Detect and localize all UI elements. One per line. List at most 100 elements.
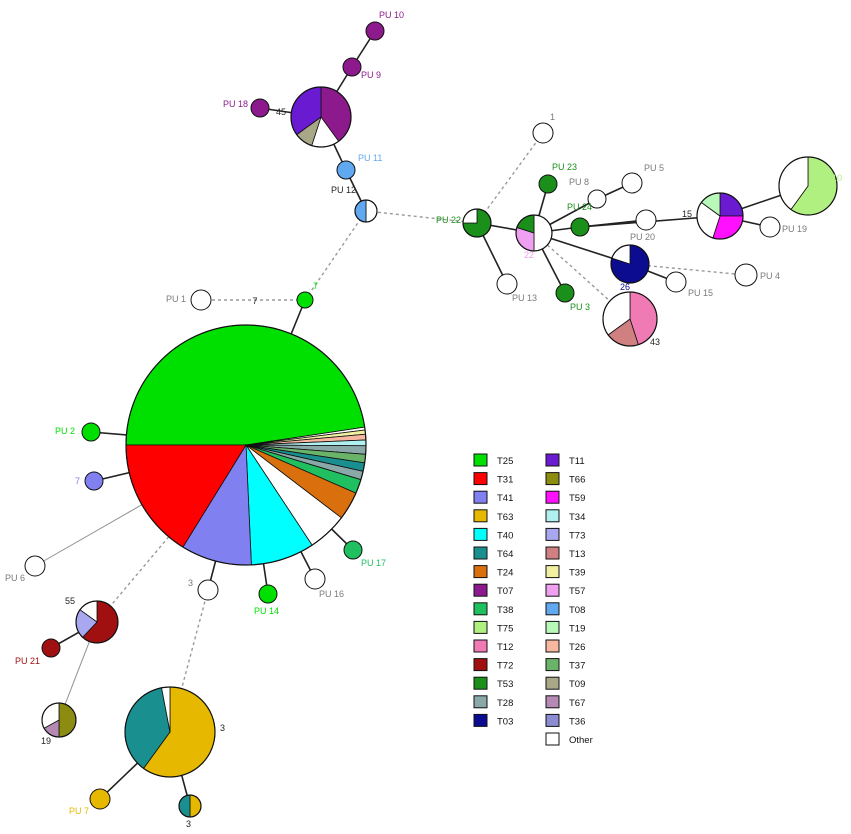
slice-Other [190,289,212,311]
legend-item-T38: T38 [473,602,513,616]
legend-swatch [545,732,560,746]
slice-Other [734,263,758,287]
legend-item-T57: T57 [545,583,585,597]
node-label: PU 8 [569,177,589,187]
slice-Other [587,189,607,209]
node-big [125,324,367,566]
slice-T53 [555,283,575,303]
legend-swatch [473,472,488,486]
nodes-layer [24,21,838,818]
legend-swatch [473,583,488,597]
node-label: PU 4 [760,271,780,281]
node-label: PU 10 [379,10,404,20]
legend-label: T40 [497,530,513,541]
node-PU5 [621,172,643,194]
legend-item-T59: T59 [545,490,585,504]
slice-Other [621,172,643,194]
legend-swatch [473,509,488,523]
legend-item-T28: T28 [473,695,513,709]
legend-swatch [473,546,488,560]
slice-T63 [189,794,202,818]
node-PU2 [81,422,101,442]
node-label: 3 [220,723,225,733]
legend-item-T19: T19 [545,620,585,634]
legend-item-T37: T37 [545,658,585,672]
node-label: PU 23 [552,162,577,172]
node-outline [778,156,838,216]
node-n55 [75,600,119,644]
legend-item-T25: T25 [473,453,513,467]
legend-label: T31 [497,475,513,486]
node-label: PU 7 [69,806,89,816]
node-PU11 [336,160,356,180]
node-PU18 [250,98,270,118]
node-PU12 [354,199,378,223]
slice-T25 [258,584,278,604]
legend-item-T72: T72 [473,658,513,672]
legend-label: T38 [497,605,513,616]
node-label: 7 [75,476,80,486]
legend-item-T03: T03 [473,713,513,727]
slice-Other [304,568,326,590]
node-label: PU 13 [512,293,537,303]
node-PU13 [496,273,518,295]
legend-label: T75 [497,623,513,634]
node-n1 [532,122,554,144]
node-outline [610,244,650,284]
node-PU19 [759,216,781,238]
legend-label: T72 [497,661,513,672]
node-label: 3 [186,819,191,829]
legend-item-T64: T64 [473,546,513,560]
legend-swatch [473,620,488,634]
node-label: 22 [524,250,534,260]
node-n19 [41,702,77,738]
node-outline [515,214,553,252]
slice-T25 [125,324,366,446]
legend-swatch [545,546,560,560]
slice-T63 [89,788,111,810]
node-outline [75,600,119,644]
legend-swatch [473,695,488,709]
legend-item-T40: T40 [473,527,513,541]
legend-swatch [545,695,560,709]
node-PU6 [24,555,46,577]
node-label: PU 5 [644,163,664,173]
node-label: PU 2 [55,426,75,436]
legend-swatch [545,602,560,616]
legend-swatch [545,713,560,727]
slice-T07 [250,98,270,118]
node-outline [354,199,378,223]
node-PU10 [365,21,385,41]
node-n15 [696,192,744,240]
node-outline [696,192,744,240]
slice-Other [365,199,378,223]
node-label: PU 16 [319,589,344,599]
legend-label: T09 [569,679,585,690]
legend-label: T25 [497,456,513,467]
node-label: 19 [41,736,51,746]
legend-swatch [545,453,560,467]
legend-swatch [473,490,488,504]
node-PU15 [665,271,687,293]
node-PU9 [342,57,362,77]
node-n10 [778,156,838,216]
legend-swatch [545,639,560,653]
legend-label: T63 [497,512,513,523]
node-label: 55 [65,596,75,606]
slice-T53 [538,174,558,194]
legend-label: T11 [569,456,585,467]
slice-T25 [81,422,101,442]
legend-label: T19 [569,623,585,634]
node-PU8 [587,189,607,209]
node-outline [602,291,658,347]
node-outline [290,86,352,148]
legend-item-T26: T26 [545,639,585,653]
node-n3a [197,579,219,601]
node-label: PU 18 [223,99,248,109]
legend-swatch [545,676,560,690]
slice-T07 [342,57,362,77]
node-PU22 [462,208,492,238]
